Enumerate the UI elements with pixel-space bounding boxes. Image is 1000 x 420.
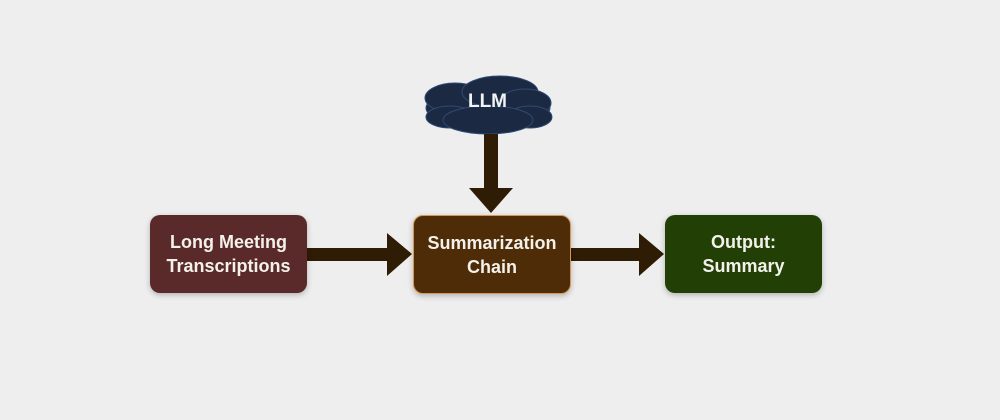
llm-node-label: LLM	[467, 91, 508, 112]
edge-llm-to-chain	[469, 134, 513, 213]
input-node-label-line1: Long Meeting	[170, 232, 287, 252]
chain-node-label-line2: Chain	[466, 256, 517, 277]
llm-cloud-shape	[424, 75, 553, 135]
edge-input-to-chain	[307, 233, 412, 276]
output-node-label-line2: Summary	[702, 256, 785, 276]
output-node: Output: Summary	[665, 215, 822, 293]
edge-chain-to-output	[571, 233, 664, 276]
summarization-chain-node: Summarization Chain	[413, 215, 571, 294]
output-node-label-line1: Output:	[711, 232, 776, 252]
input-node-label-line2: Transcriptions	[166, 256, 291, 276]
input-node: Long Meeting Transcriptions	[150, 215, 307, 293]
chain-node-label-line1: Summarization	[427, 232, 557, 253]
